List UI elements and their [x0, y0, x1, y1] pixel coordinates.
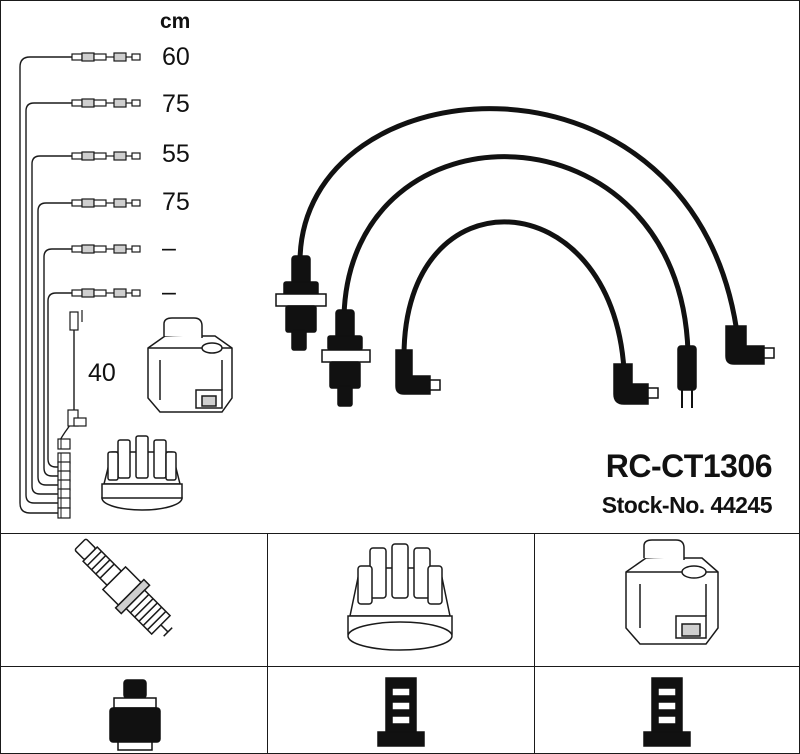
plug-boot-large-2: [321, 309, 371, 407]
cap-end-terminals: [57, 438, 71, 519]
arched-cables: [297, 106, 741, 373]
plug-boot-connector-icon: [109, 679, 161, 751]
lead-connector-4: [71, 198, 141, 208]
lead-length-6: –: [162, 278, 176, 306]
lead-connector-6: [71, 288, 141, 298]
main-diagram-frame: [0, 0, 800, 534]
lead-connector-3: [71, 151, 141, 161]
coil-boot-angled: [395, 349, 441, 395]
lead-length-1: 60: [162, 43, 190, 71]
lead-length-3: 55: [162, 140, 190, 168]
model-number: RC-CT1306: [605, 448, 773, 484]
cap-terminal-connector-icon: [377, 677, 425, 747]
lead-connector-2: [71, 98, 141, 108]
coil-terminal-connector-icon: [643, 677, 691, 747]
lead-connector-1: [71, 52, 141, 62]
cap-boot-straight: [677, 345, 697, 408]
coil-lead-length: 40: [88, 359, 116, 387]
lead-length-5: –: [162, 234, 176, 262]
coil-lead-connector: [67, 310, 87, 427]
cap-boot-angled-2: [725, 325, 775, 365]
lead-length-2: 75: [162, 90, 190, 118]
cap-boot-angled-1: [613, 363, 659, 405]
distributor-cap-icon: [347, 543, 453, 651]
stock-number: Stock-No. 44245: [601, 492, 773, 518]
distributor-cap-small-icon: [101, 435, 183, 511]
lead-connector-5: [71, 244, 141, 254]
unit-label: cm: [160, 10, 191, 33]
plug-boot-large-1: [275, 255, 327, 351]
lead-length-4: 75: [162, 188, 190, 216]
spark-plug-icon: [74, 538, 173, 637]
ignition-coil-icon: [625, 539, 719, 645]
ignition-coil-small-icon: [147, 317, 233, 413]
